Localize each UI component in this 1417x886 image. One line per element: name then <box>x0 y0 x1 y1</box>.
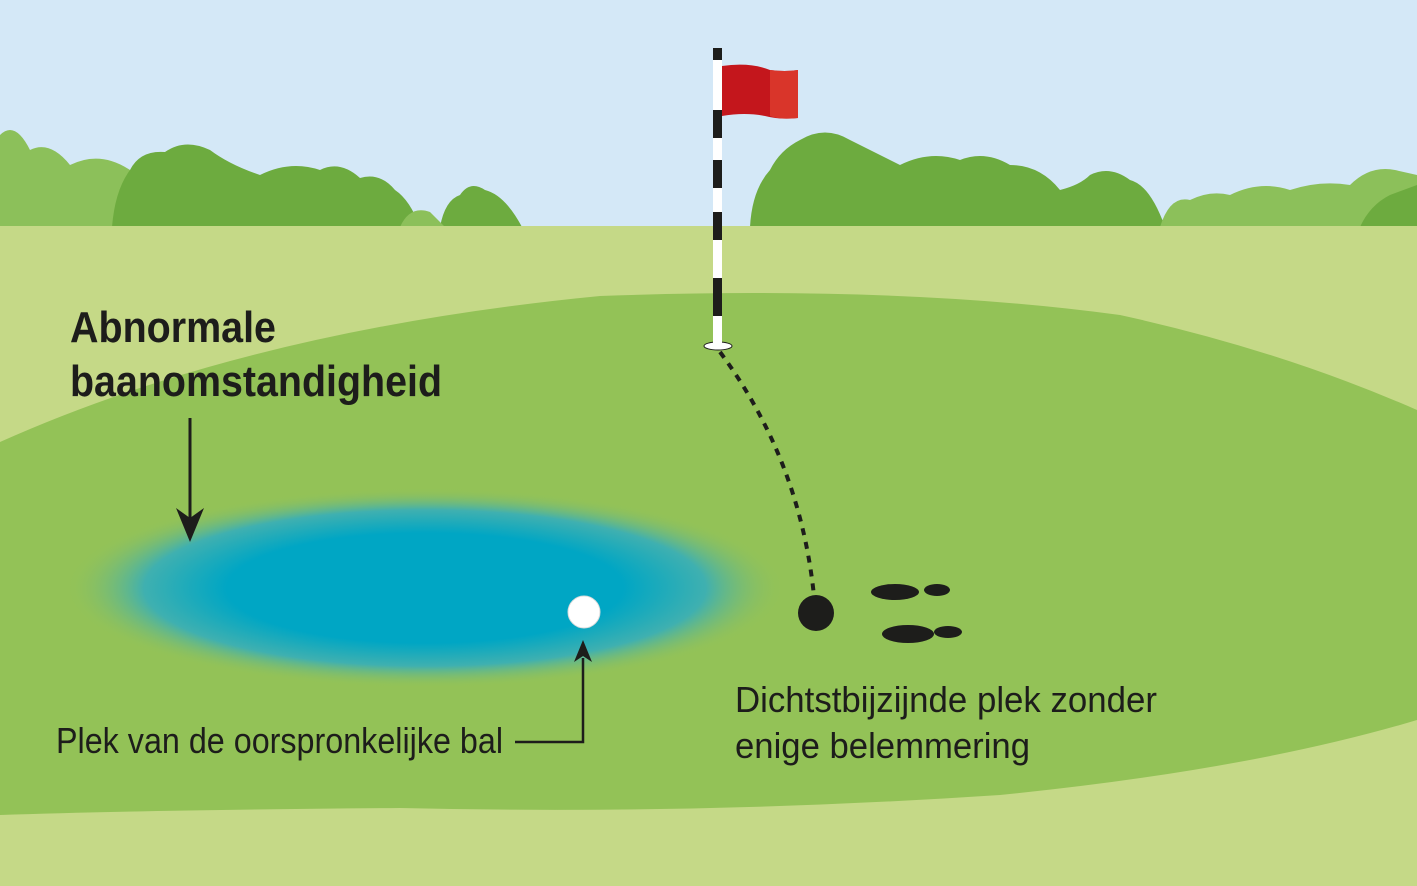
footprints-icon <box>871 584 962 643</box>
relief-point-label-line-1: Dichtstbijzijnde plek zonder <box>735 679 1157 720</box>
arrow-down-icon <box>176 418 204 542</box>
dotted-path <box>718 350 816 597</box>
arrow-up-icon <box>515 640 592 744</box>
title-line-2: baanomstandigheid <box>70 357 442 406</box>
golf-ball-icon <box>567 595 601 629</box>
original-ball-label: Plek van de oorspronkelijke bal <box>56 720 503 761</box>
relief-point-marker <box>798 595 834 631</box>
tree-line <box>0 130 1417 227</box>
relief-point-label-line-2: enige belemmering <box>735 725 1030 766</box>
water-area <box>65 488 785 688</box>
flag-icon <box>703 48 798 351</box>
title-line-1: Abnormale <box>70 303 276 352</box>
